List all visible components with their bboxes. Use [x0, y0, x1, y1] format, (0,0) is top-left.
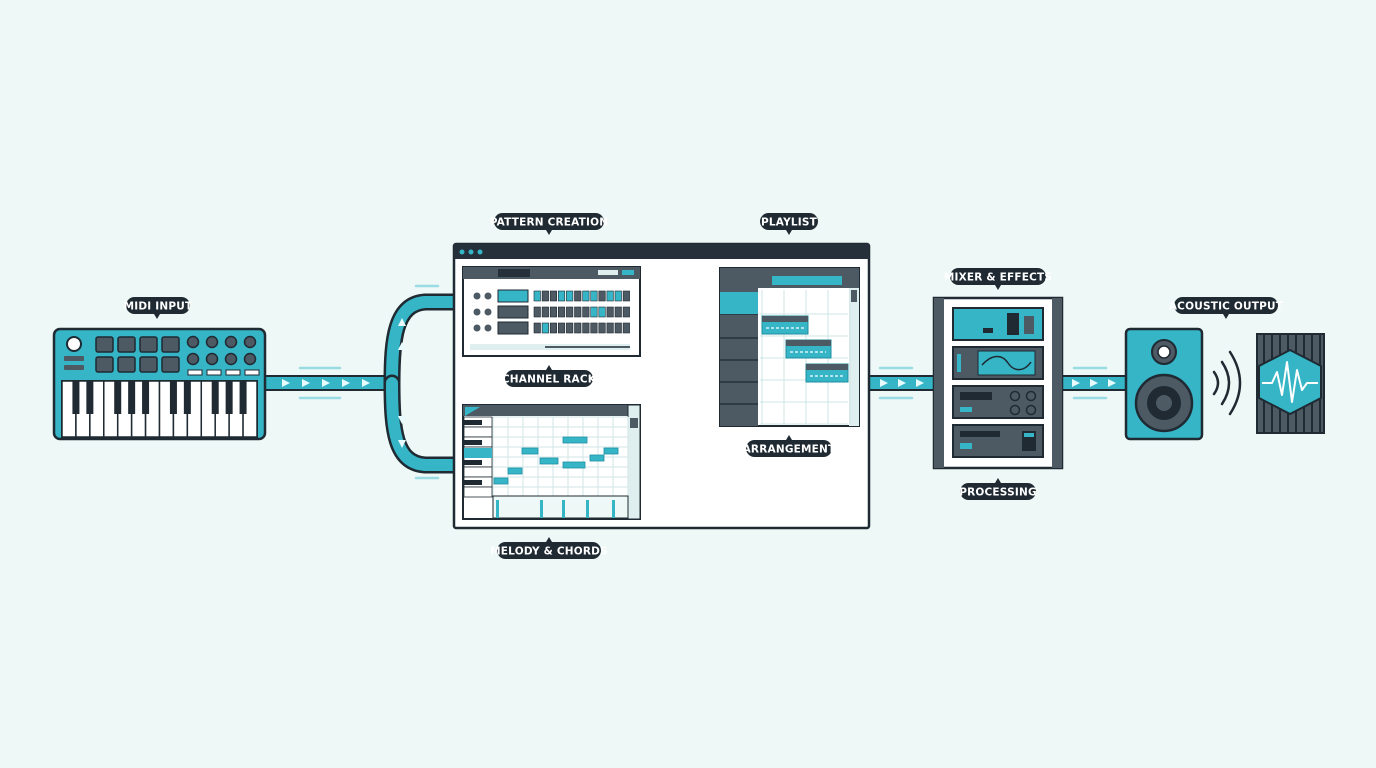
- channel-rack-label: CHANNEL RACK: [502, 374, 597, 386]
- sound-wave-icon: [1212, 350, 1242, 416]
- arrangement-label: ARRANGEMENT: [743, 444, 836, 456]
- label-processing: PROCESSING: [959, 478, 1037, 500]
- label-channel-rack: CHANNEL RACK: [502, 365, 597, 387]
- speaker-icon: [1124, 327, 1204, 441]
- effects-rack-icon: [932, 296, 1064, 470]
- pattern-creation-label: PATTERN CREATION: [490, 217, 609, 229]
- piano-keyboard-icon: [52, 327, 267, 441]
- label-arrangement: ARRANGEMENT: [743, 435, 836, 457]
- label-melody-chords: MELODY & CHORDS: [490, 537, 608, 559]
- melody-chords-label: MELODY & CHORDS: [490, 546, 608, 558]
- piano-roll-icon: [462, 404, 641, 520]
- label-mixer-effects: MIXER & EFFECTS: [944, 268, 1052, 290]
- label-pattern-creation: PATTERN CREATION: [490, 213, 609, 235]
- label-midi-input: MIDI INPUT: [124, 297, 193, 319]
- acoustic-output-label: ACOUSTIC OUTPUT: [1169, 301, 1284, 313]
- playlist-label: PLAYLIST: [761, 217, 818, 229]
- midi-input-label: MIDI INPUT: [124, 301, 193, 313]
- playlist-icon: [719, 267, 860, 427]
- waveform-icon: [1256, 333, 1325, 434]
- channel-rack-icon: [462, 266, 641, 357]
- mixer-effects-label: MIXER & EFFECTS: [944, 272, 1052, 284]
- label-playlist: PLAYLIST: [760, 213, 818, 235]
- label-acoustic-output: ACOUSTIC OUTPUT: [1169, 297, 1284, 319]
- processing-label: PROCESSING: [959, 487, 1037, 499]
